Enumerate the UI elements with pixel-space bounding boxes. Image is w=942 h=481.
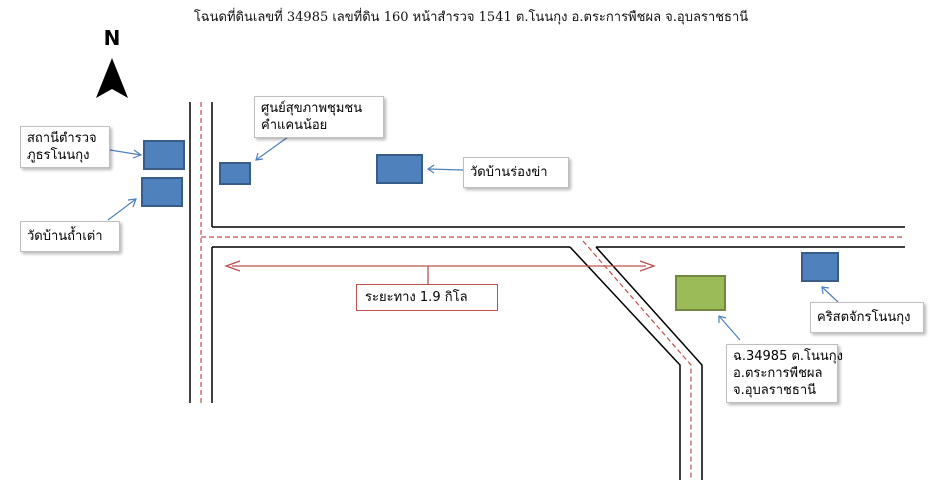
callout-church: คริสตจักรโนนกุง [810, 302, 924, 333]
callout-land-plot: ฉ.34985 ต.โนนกุง อ.ตระการพืชผล จ.อุบลราช… [726, 344, 844, 403]
police-station-building [143, 140, 185, 170]
church-building [801, 252, 839, 282]
callout-line: ฉ.34985 ต.โนนกุง [733, 349, 844, 364]
road-branch-edge-right [595, 246, 703, 480]
callout-line: ภูธรโนนกุง [27, 148, 90, 163]
callout-line: สถานีตำรวจ [27, 131, 97, 146]
pointer-arrows [107, 136, 839, 341]
callout-line: คริสตจักรโนนกุง [817, 310, 911, 325]
roads [189, 102, 905, 480]
temple-rong-kha-building [376, 154, 423, 184]
callout-temple-tham-tao: วัดบ้านถ้ำเต่า [20, 221, 120, 252]
temple-tham-tao-building [141, 177, 183, 207]
road-branch-edge-left [569, 246, 681, 480]
callout-line: จ.อุบลราชธานี [733, 383, 817, 398]
callout-line: วัดบ้านถ้ำเต่า [27, 229, 103, 244]
land-plot [675, 275, 726, 311]
health-center-building [219, 162, 251, 185]
north-arrow-icon [96, 58, 128, 98]
callout-police-station: สถานีตำรวจ ภูธรโนนกุง [20, 126, 110, 168]
north-label: N [103, 26, 121, 50]
road-branch-centerline [582, 240, 692, 480]
distance-measure [224, 260, 656, 284]
callout-line: วัดบ้านร่องข่า [470, 165, 548, 180]
distance-label: ระยะทาง 1.9 กิโล [356, 284, 498, 311]
callout-temple-rong-kha: วัดบ้านร่องข่า [463, 157, 569, 188]
buildings [141, 140, 839, 311]
callout-line: ศูนย์สุขภาพชุมชน [261, 101, 363, 116]
page-title: โฉนดที่ดินเลขที่ 34985 เลขที่ดิน 160 หน้… [193, 10, 749, 25]
callout-line: คำแคนน้อย [261, 118, 328, 133]
callout-health-center: ศูนย์สุขภาพชุมชน คำแคนน้อย [254, 96, 384, 138]
callout-line: อ.ตระการพืชผล [733, 366, 823, 381]
